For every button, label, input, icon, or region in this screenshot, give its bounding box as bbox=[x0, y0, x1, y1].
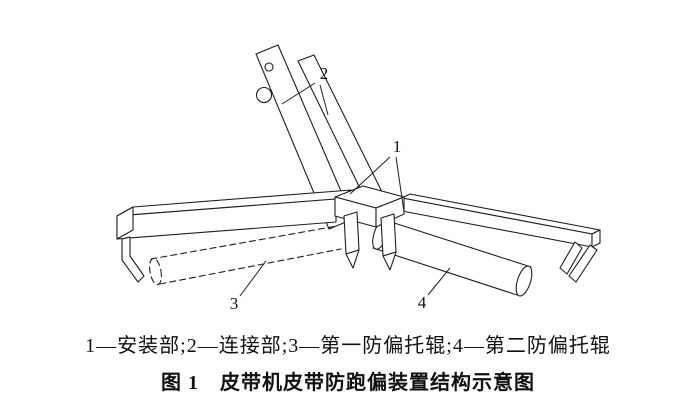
leader-line-1a bbox=[349, 156, 391, 195]
leader-lines bbox=[239, 82, 451, 297]
center-plate-left-foot bbox=[345, 249, 360, 269]
part-labels: 1 2 3 4 bbox=[230, 64, 427, 313]
arm-hole-small bbox=[264, 62, 274, 72]
leader-line-3 bbox=[239, 260, 267, 297]
second-roller-top-edge bbox=[387, 220, 532, 268]
part-label-3: 3 bbox=[230, 294, 239, 313]
right-beam-end-face bbox=[591, 229, 601, 248]
right-end-bracket-rear bbox=[568, 244, 598, 283]
belt-deviation-device-diagram: 1 2 3 4 bbox=[116, 44, 601, 313]
leader-line-1b bbox=[395, 156, 405, 213]
second-roller-body bbox=[373, 221, 531, 295]
first-roller-bottom-edge bbox=[159, 248, 342, 285]
right-end-bracket-front bbox=[559, 241, 583, 275]
first-roller-end-cap bbox=[149, 257, 162, 286]
left-beam-end-face bbox=[116, 206, 134, 240]
figure-legend: 1—安装部;2—连接部;3—第一防偏托辊;4—第二防偏托辊 bbox=[85, 335, 611, 357]
second-roller-right-cap bbox=[515, 265, 533, 297]
part-label-2: 2 bbox=[320, 64, 329, 83]
figure-captions: 1—安装部;2—连接部;3—第一防偏托辊;4—第二防偏托辊 图 1 皮带机皮带防… bbox=[0, 334, 696, 395]
center-plate-left bbox=[343, 211, 360, 255]
center-plate-right-foot bbox=[382, 251, 397, 271]
second-roller-bottom-edge bbox=[372, 247, 518, 296]
diagram-linework bbox=[116, 44, 601, 297]
figure-title: 图 1 皮带机皮带防跑偏装置结构示意图 bbox=[161, 372, 535, 394]
first-roller-top-edge bbox=[150, 225, 338, 260]
leader-line-2b bbox=[319, 84, 329, 116]
left-end-bracket bbox=[121, 236, 145, 283]
part-label-1: 1 bbox=[393, 137, 402, 156]
leader-line-4 bbox=[427, 267, 451, 296]
arm-hole-large bbox=[255, 86, 273, 104]
center-plate-right bbox=[380, 213, 397, 257]
leader-line-2a bbox=[281, 82, 316, 105]
first-roller-hidden bbox=[149, 225, 342, 286]
part-label-4: 4 bbox=[418, 293, 427, 312]
